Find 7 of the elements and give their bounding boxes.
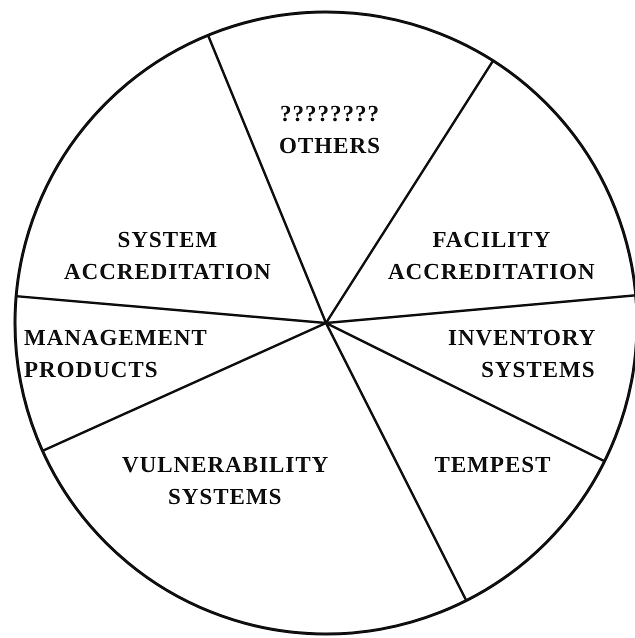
slice-label: SYSTEM ACCREDITATION (64, 226, 272, 286)
slice-label: TEMPEST (434, 451, 552, 479)
slice-label: ???????? OTHERS (279, 100, 381, 160)
slice-label: VULNERABILITY SYSTEMS (122, 451, 328, 511)
slice-label: MANAGEMENT PRODUCTS (24, 324, 208, 384)
slice-label: INVENTORY SYSTEMS (448, 324, 596, 384)
slice-label: FACILITY ACCREDITATION (388, 226, 596, 286)
